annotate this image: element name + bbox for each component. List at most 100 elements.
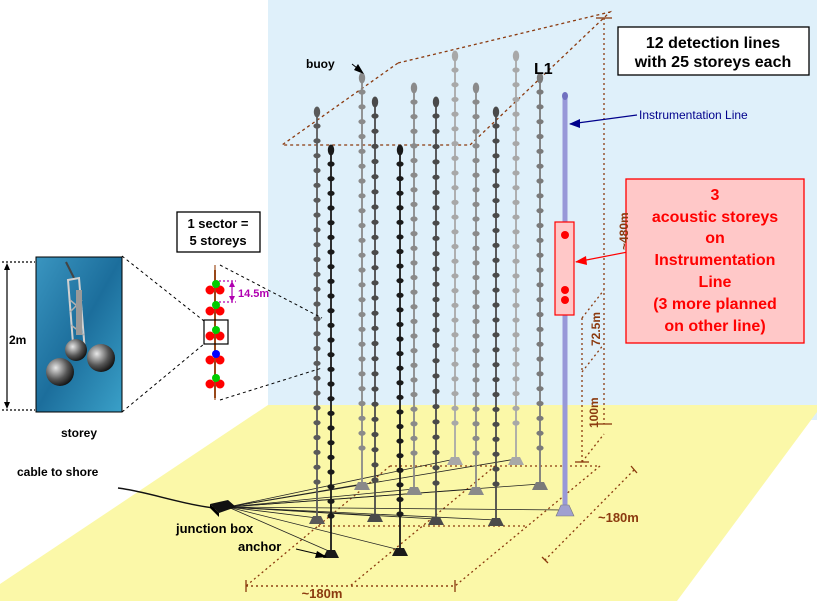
storey	[451, 258, 459, 264]
storey	[410, 143, 418, 149]
storey	[472, 274, 480, 281]
storey	[492, 317, 500, 323]
detection-line-7	[309, 106, 325, 524]
storey	[512, 126, 520, 132]
om-green	[212, 374, 220, 382]
storey	[512, 199, 520, 205]
storey	[371, 325, 379, 331]
storey	[512, 420, 520, 426]
storey	[396, 248, 404, 255]
sector-box-line1: 1 sector =	[187, 216, 248, 231]
storey	[451, 140, 459, 147]
storey	[492, 347, 500, 353]
sector-storey-2	[205, 301, 225, 316]
storey	[410, 99, 418, 105]
storey	[313, 167, 321, 174]
storey	[396, 350, 404, 357]
storey-label: storey	[61, 426, 97, 440]
storey	[432, 113, 440, 119]
anchor	[392, 548, 408, 556]
acoustic-box-text: 3 acoustic storeys on Instrumentation Li…	[652, 187, 778, 335]
storey	[472, 333, 480, 339]
storey	[327, 352, 335, 358]
buoy	[492, 106, 500, 118]
storey	[492, 123, 500, 129]
storey	[536, 386, 544, 392]
acoustic-line-5: (3 more planned	[653, 296, 777, 313]
storey	[396, 292, 404, 298]
storey	[492, 257, 500, 263]
storey	[492, 436, 500, 442]
cable-instrumentation	[227, 506, 566, 511]
storey	[313, 286, 321, 292]
detection-line-3	[354, 72, 370, 490]
storey	[358, 178, 366, 184]
buoy-label: buoy	[306, 57, 335, 71]
storey	[492, 421, 500, 427]
storey	[327, 264, 335, 270]
buoy	[327, 144, 335, 156]
storey	[410, 391, 418, 398]
storey	[396, 423, 404, 430]
buoy	[358, 72, 366, 84]
storey	[492, 138, 500, 144]
storey	[512, 258, 520, 264]
storey	[371, 249, 379, 256]
storey	[512, 155, 520, 161]
storey	[327, 308, 335, 314]
storey	[492, 451, 500, 457]
storey	[432, 235, 440, 241]
storey	[313, 449, 321, 455]
storey	[512, 302, 520, 308]
storey	[512, 243, 520, 250]
detection-line-6	[532, 72, 548, 490]
storey	[327, 484, 335, 490]
anchor	[309, 516, 325, 524]
storey	[358, 341, 366, 347]
storey	[432, 480, 440, 486]
storey	[472, 362, 480, 368]
storey	[492, 376, 500, 383]
storey	[371, 234, 379, 240]
om-red	[205, 285, 215, 295]
om-green	[212, 280, 220, 288]
storey	[512, 273, 520, 279]
storey	[371, 219, 379, 225]
storey	[536, 445, 544, 451]
storey	[536, 341, 544, 347]
storey	[472, 289, 480, 295]
storey	[371, 174, 379, 180]
sector-storey-4	[205, 350, 225, 365]
storey	[472, 260, 480, 266]
storey	[327, 440, 335, 446]
dimension-180m-bottom	[245, 580, 456, 592]
storey	[313, 301, 321, 307]
om-red	[215, 355, 225, 365]
storey-photo-om-right	[87, 344, 115, 372]
storey	[472, 99, 480, 105]
storey	[410, 333, 418, 339]
storey	[396, 321, 404, 328]
storey	[432, 159, 440, 165]
storey	[358, 326, 366, 332]
storey	[327, 234, 335, 240]
buoy	[371, 96, 379, 108]
om-red	[205, 306, 215, 316]
storey	[432, 342, 440, 348]
storey	[313, 375, 321, 381]
sector-box-line2: 5 storeys	[189, 233, 246, 248]
storey	[472, 128, 480, 134]
seabed	[0, 405, 817, 601]
storey	[492, 287, 500, 293]
storey	[371, 340, 379, 347]
cable-11	[227, 506, 332, 553]
storey	[410, 114, 418, 120]
storey	[358, 430, 366, 436]
storey	[358, 148, 366, 154]
storey	[371, 371, 379, 377]
storey	[358, 415, 366, 421]
storey	[432, 419, 440, 425]
storey	[327, 454, 335, 460]
detection-line-8	[367, 96, 383, 522]
